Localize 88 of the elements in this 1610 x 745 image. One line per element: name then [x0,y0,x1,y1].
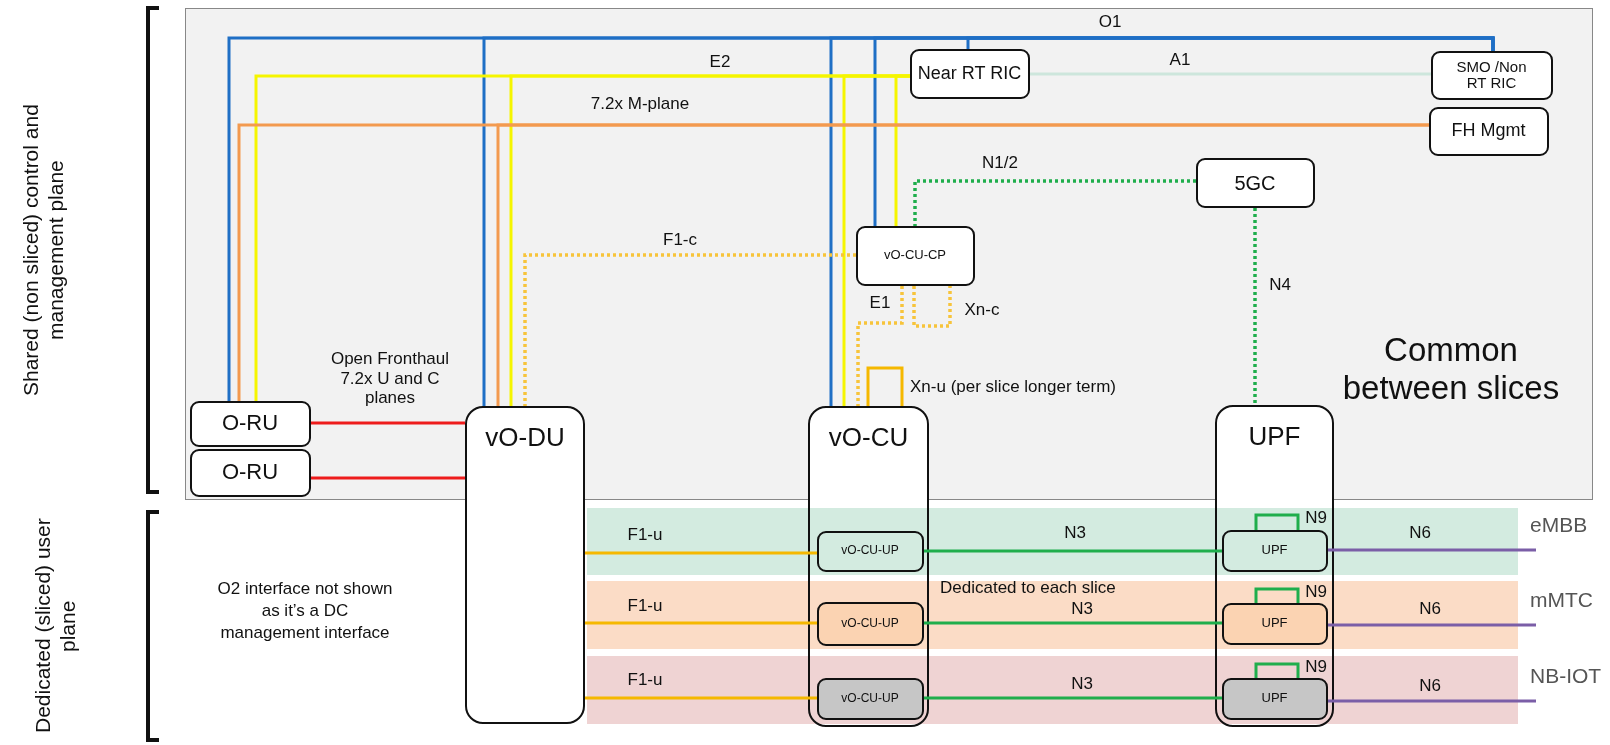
edge-label: N9 [1305,582,1327,602]
section-label: Shared (non sliced) control and management plane [18,103,69,398]
edge-label: N9 [1305,657,1327,677]
node-label: vO-CU [828,422,909,452]
interface-line [496,123,1429,406]
network-function-box [1195,157,1315,208]
interface-line [523,253,856,406]
interface-line [1328,623,1536,627]
edge-label: F1-c [663,230,697,250]
node-label: UPF [1248,421,1301,451]
edge-label: 7.2x M-plane [590,94,690,114]
shared-plane-panel [185,8,1593,500]
interface-line [856,286,904,406]
loop-connector [1254,587,1300,603]
node-label: O-RU [220,460,280,485]
network-function-box [816,530,924,572]
node-label: UPF [1260,616,1289,631]
slice-name: eMBB [1530,513,1588,537]
network-function-box [909,48,1030,99]
network-function-column [808,406,929,727]
edge-label: N6 [1419,599,1441,619]
node-label: SMO /Non RT RIC [1455,58,1528,92]
edge-label: N3 [1071,674,1093,694]
edge-label: N9 [1305,508,1327,528]
loop-connector [866,366,904,406]
interface-line [1328,548,1536,552]
note-text: Dedicated to each slice [940,578,1116,598]
edge-label: N3 [1064,523,1086,543]
interface-line [1253,208,1257,405]
edge-label: N3 [1071,599,1093,619]
edge-label: Xn-c [964,300,1000,320]
interface-line [924,696,1222,700]
node-label: FH Mgmt [1450,121,1527,141]
edge-label: A1 [1169,50,1191,70]
edge-label: N1/2 [982,153,1018,173]
edge-label: E1 [869,293,891,313]
interface-line [924,621,1222,625]
edge-label: E2 [709,52,731,72]
node-label: vO-CU-UP [840,544,900,558]
node-label: UPF [1260,543,1289,558]
interface-line [585,551,817,555]
network-function-column [465,406,585,724]
node-label: vO-CU-UP [840,616,900,631]
interface-line [966,36,1495,51]
interface-line [913,179,1196,226]
node-label: vO-CU-CP [882,248,948,263]
node-label: UPF [1260,691,1289,706]
interface-line [924,549,1222,553]
interface-line [585,696,817,700]
node-label: vO-DU [485,422,565,452]
edge-label: Open Fronthaul 7.2x U and C planes [329,348,451,408]
slice-name: NB-IOT [1530,664,1602,688]
node-label: Near RT RIC [916,63,1023,84]
network-function-column [1215,405,1334,727]
edge-label: O1 [1098,12,1122,32]
network-function-box [1430,50,1553,100]
network-function-box [816,601,924,646]
edge-label: F1-u [627,596,663,616]
loop-connector [1254,662,1300,678]
network-function-box [1221,602,1328,645]
slice-name: mMTC [1530,588,1593,612]
interface-line [894,74,910,226]
edge-label: F1-u [627,670,663,690]
node-label: O-RU [220,411,280,436]
note-text: O2 interface not shown as it’s a DC management interface [216,578,394,645]
interface-line [585,621,817,625]
edge-label: F1-u [627,525,663,545]
network-function-box [189,400,311,447]
node-label: vO-CU-UP [840,691,900,706]
interface-line [1328,699,1536,703]
edge-label: N6 [1419,676,1441,696]
node-label: 5GC [1233,171,1277,194]
interface-line [1030,72,1431,76]
network-function-box [189,448,311,497]
edge-label: Xn-u (per slice longer term) [910,377,1116,397]
network-function-box [816,677,924,720]
network-function-box [855,225,975,286]
section-label: Dedicated (sliced) user plane [30,517,81,736]
interface-line [311,421,465,425]
edge-label: N4 [1269,275,1291,295]
interface-line [311,476,465,480]
panel-caption: Common between slices [1341,331,1561,407]
network-function-box [1428,106,1549,156]
network-function-box [1221,677,1328,720]
loop-connector [1254,513,1300,530]
edge-label: N6 [1409,523,1431,543]
network-function-box [1221,529,1328,572]
loop-connector [912,286,952,328]
